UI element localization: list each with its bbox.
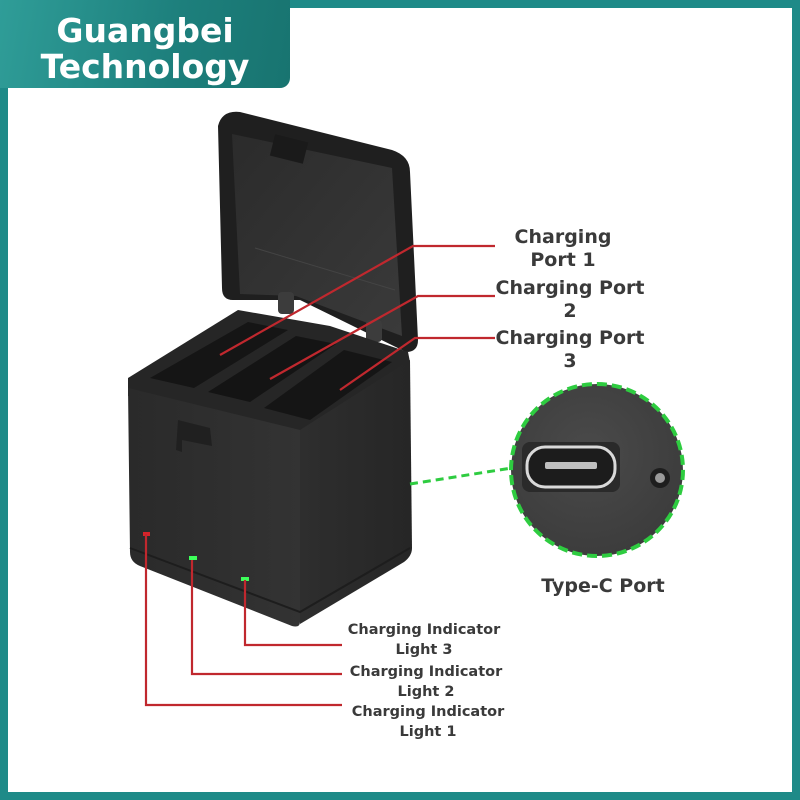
front-clip [176, 420, 212, 452]
callout-text: Light 2 [397, 684, 455, 700]
callout-indicator-light-1: Charging Indicator Light 1 [348, 702, 508, 742]
callout-charging-port-3: Charging Port 3 [494, 327, 646, 373]
callout-typec-port: Type-C Port [541, 575, 665, 597]
battery-slot-3 [264, 350, 392, 420]
port-leader-lines [219, 244, 495, 391]
callout-text: Port 1 [530, 249, 596, 271]
callout-charging-port-2: Charging Port 2 [494, 277, 646, 323]
callout-text: Charging Indicator [351, 704, 505, 720]
charger-body-side [300, 360, 412, 624]
charger-lid [218, 111, 418, 353]
brand-name-line2: Technology [40, 47, 250, 86]
battery-slot-2 [208, 336, 336, 402]
callout-text: Light 1 [399, 724, 457, 740]
callout-text: Charging Indicator [349, 664, 503, 680]
callout-text: Light 3 [395, 642, 453, 658]
indicator-light-3 [241, 577, 249, 581]
brand-banner: Guangbei Technology [0, 0, 290, 88]
base-groove [129, 547, 411, 614]
callout-charging-port-1: Charging Port 1 [496, 226, 630, 272]
lid-hinges [278, 292, 382, 342]
callout-text: Charging Port [495, 277, 645, 299]
charger-top [128, 310, 410, 432]
callout-text: 2 [563, 300, 577, 322]
callout-indicator-light-2: Charging Indicator Light 2 [346, 662, 506, 702]
charger-body-front [128, 388, 300, 627]
callout-text: Charging Port [495, 327, 645, 349]
light-leader-lines [144, 534, 342, 707]
indicator-light-2 [189, 556, 197, 560]
battery-slot-1 [150, 322, 288, 388]
callout-indicator-light-3: Charging Indicator Light 3 [344, 620, 504, 660]
callout-text: 3 [563, 350, 577, 372]
brand-name-line1: Guangbei [56, 11, 234, 50]
typec-zoom-circle [509, 382, 685, 558]
callout-text: Charging [514, 226, 612, 248]
callout-text: Charging Indicator [347, 622, 501, 638]
typec-pointer-line [409, 466, 513, 486]
